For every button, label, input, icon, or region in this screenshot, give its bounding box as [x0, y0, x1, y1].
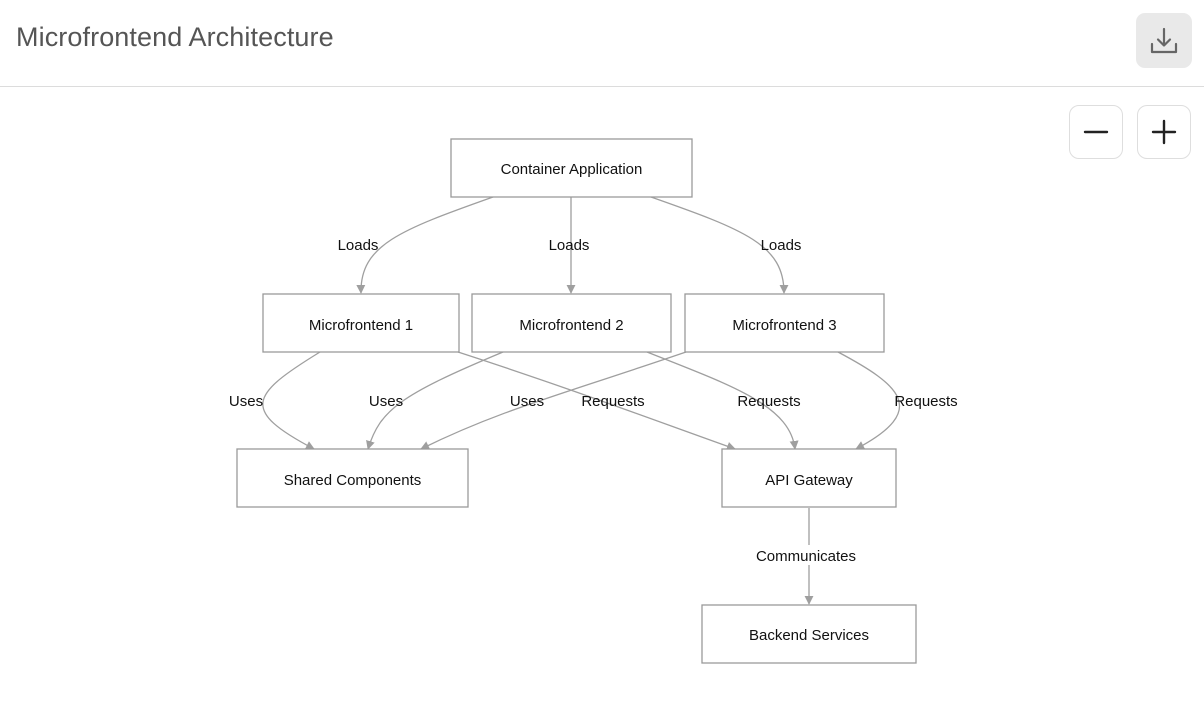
- edge-label: Requests: [581, 393, 644, 410]
- edge-label: Uses: [229, 393, 263, 410]
- node-label: Microfrontend 1: [309, 317, 413, 334]
- edge-label: Loads: [761, 237, 802, 254]
- edge-mf1-shared: [262, 351, 321, 450]
- download-button[interactable]: [1136, 13, 1192, 68]
- edge-mf2-shared: [366, 351, 504, 450]
- header-bar: Microfrontend Architecture: [0, 0, 1204, 87]
- zoom-out-button[interactable]: [1069, 105, 1123, 159]
- edge-label: Communicates: [756, 548, 856, 565]
- edge-mf2-gateway: [646, 351, 799, 450]
- node-container-application[interactable]: Container Application: [450, 138, 693, 198]
- download-icon: [1150, 27, 1178, 53]
- edge-label-background: [750, 545, 864, 565]
- edge-label: Uses: [510, 393, 544, 410]
- edge-label: Loads: [338, 237, 379, 254]
- page-title: Microfrontend Architecture: [16, 22, 334, 52]
- node-shared-components[interactable]: Shared Components: [236, 448, 469, 508]
- node-label: API Gateway: [765, 472, 853, 489]
- edge-mf3-shared: [420, 351, 687, 450]
- node-backend-services[interactable]: Backend Services: [701, 604, 917, 664]
- edge-labels-layer: Loads Loads Loads Uses Uses Uses Request…: [229, 237, 958, 565]
- node-label: Shared Components: [284, 472, 422, 489]
- zoom-in-button[interactable]: [1137, 105, 1191, 159]
- edge-label: Loads: [549, 237, 590, 254]
- edge-container-mf3: [650, 196, 789, 294]
- edge-mf1-gateway: [457, 351, 736, 451]
- edge-label: Requests: [737, 393, 800, 410]
- node-label: Microfrontend 3: [732, 317, 836, 334]
- node-label: Container Application: [501, 161, 643, 178]
- node-microfrontend-2[interactable]: Microfrontend 2: [471, 293, 672, 353]
- node-label: Backend Services: [749, 627, 869, 644]
- edge-mf3-gateway: [837, 351, 901, 450]
- node-label: Microfrontend 2: [519, 317, 623, 334]
- edge-label: Uses: [369, 393, 403, 410]
- node-microfrontend-1[interactable]: Microfrontend 1: [262, 293, 460, 353]
- plus-icon: [1151, 119, 1177, 145]
- node-microfrontend-3[interactable]: Microfrontend 3: [684, 293, 885, 353]
- node-api-gateway[interactable]: API Gateway: [721, 448, 897, 508]
- edge-label: Requests: [894, 393, 957, 410]
- minus-icon: [1083, 130, 1109, 134]
- nodes-layer: Container Application Microfrontend 1 Mi…: [236, 138, 917, 664]
- edge-container-mf1: [356, 196, 494, 294]
